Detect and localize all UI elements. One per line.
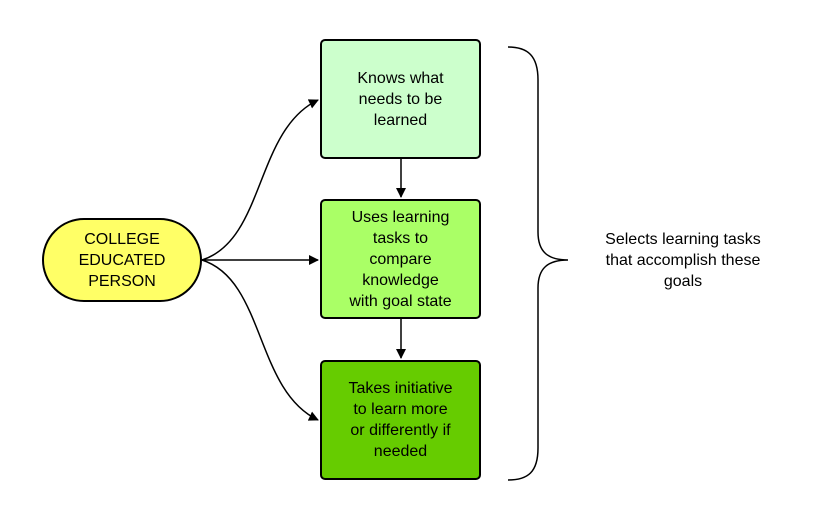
knows-what-to-learn-node: Knows what needs to be learned xyxy=(320,39,481,159)
edge-person-to-step1 xyxy=(201,99,319,261)
college-educated-person-node: COLLEGE EDUCATED PERSON xyxy=(42,218,202,302)
edge-person-to-step3 xyxy=(201,259,319,421)
step2-label: Uses learning tasks to compare knowledge… xyxy=(349,208,452,310)
curly-brace xyxy=(507,46,569,481)
brace-note-text: Selects learning tasks that accomplish t… xyxy=(605,231,761,290)
person-label: COLLEGE EDUCATED PERSON xyxy=(78,230,166,290)
step1-label: Knows what needs to be learned xyxy=(357,69,444,129)
uses-learning-tasks-node: Uses learning tasks to compare knowledge… xyxy=(320,199,481,319)
takes-initiative-node: Takes initiative to learn more or differ… xyxy=(320,360,481,480)
step3-label: Takes initiative to learn more or differ… xyxy=(348,380,453,460)
